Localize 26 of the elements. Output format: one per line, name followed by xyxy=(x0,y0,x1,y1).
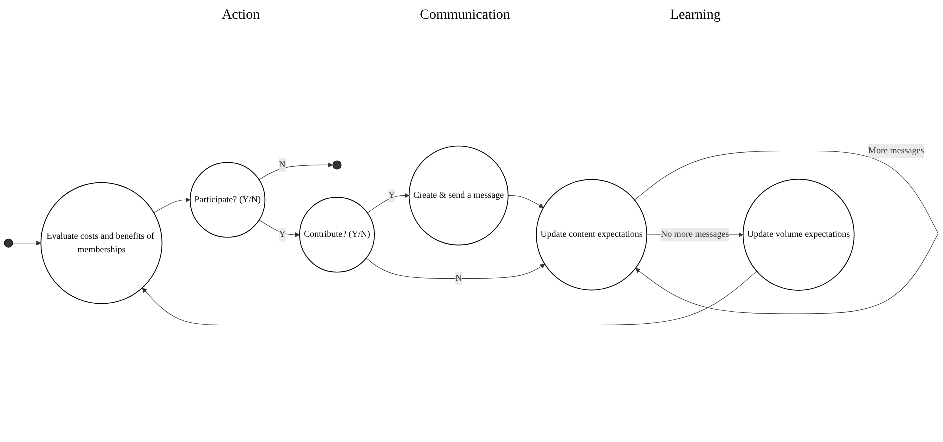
lane-heading: Action xyxy=(222,8,260,25)
arrow xyxy=(508,195,544,208)
node-circle: Evaluate costs and benefits of memberships xyxy=(40,182,163,304)
lane-heading: Communication xyxy=(420,8,510,25)
node-circle: Participate? (Y/N) xyxy=(190,162,266,238)
arrow xyxy=(259,220,300,238)
arrow xyxy=(154,197,191,213)
arrow xyxy=(259,162,334,180)
lane-heading: Learning xyxy=(670,8,721,25)
edge-label: More messages xyxy=(868,146,924,156)
edge-label: N xyxy=(456,273,462,283)
node-circle: Update volume expectations xyxy=(742,178,855,291)
arrow xyxy=(366,258,546,279)
node-circle xyxy=(4,238,14,248)
node-circle: Create & send a message xyxy=(408,145,509,246)
node-circle xyxy=(332,160,342,170)
edge-label: Y xyxy=(388,190,396,200)
arrow xyxy=(142,270,758,326)
arrow xyxy=(367,192,410,214)
node-circle: Contribute? (Y/N) xyxy=(299,196,376,272)
node-circle: Update content expectations xyxy=(536,178,648,290)
edge-label: No more messages xyxy=(661,230,730,240)
edge-label: Y xyxy=(279,230,286,240)
edge-label: N xyxy=(279,160,286,170)
arrow xyxy=(12,240,42,246)
arrow xyxy=(634,150,939,314)
